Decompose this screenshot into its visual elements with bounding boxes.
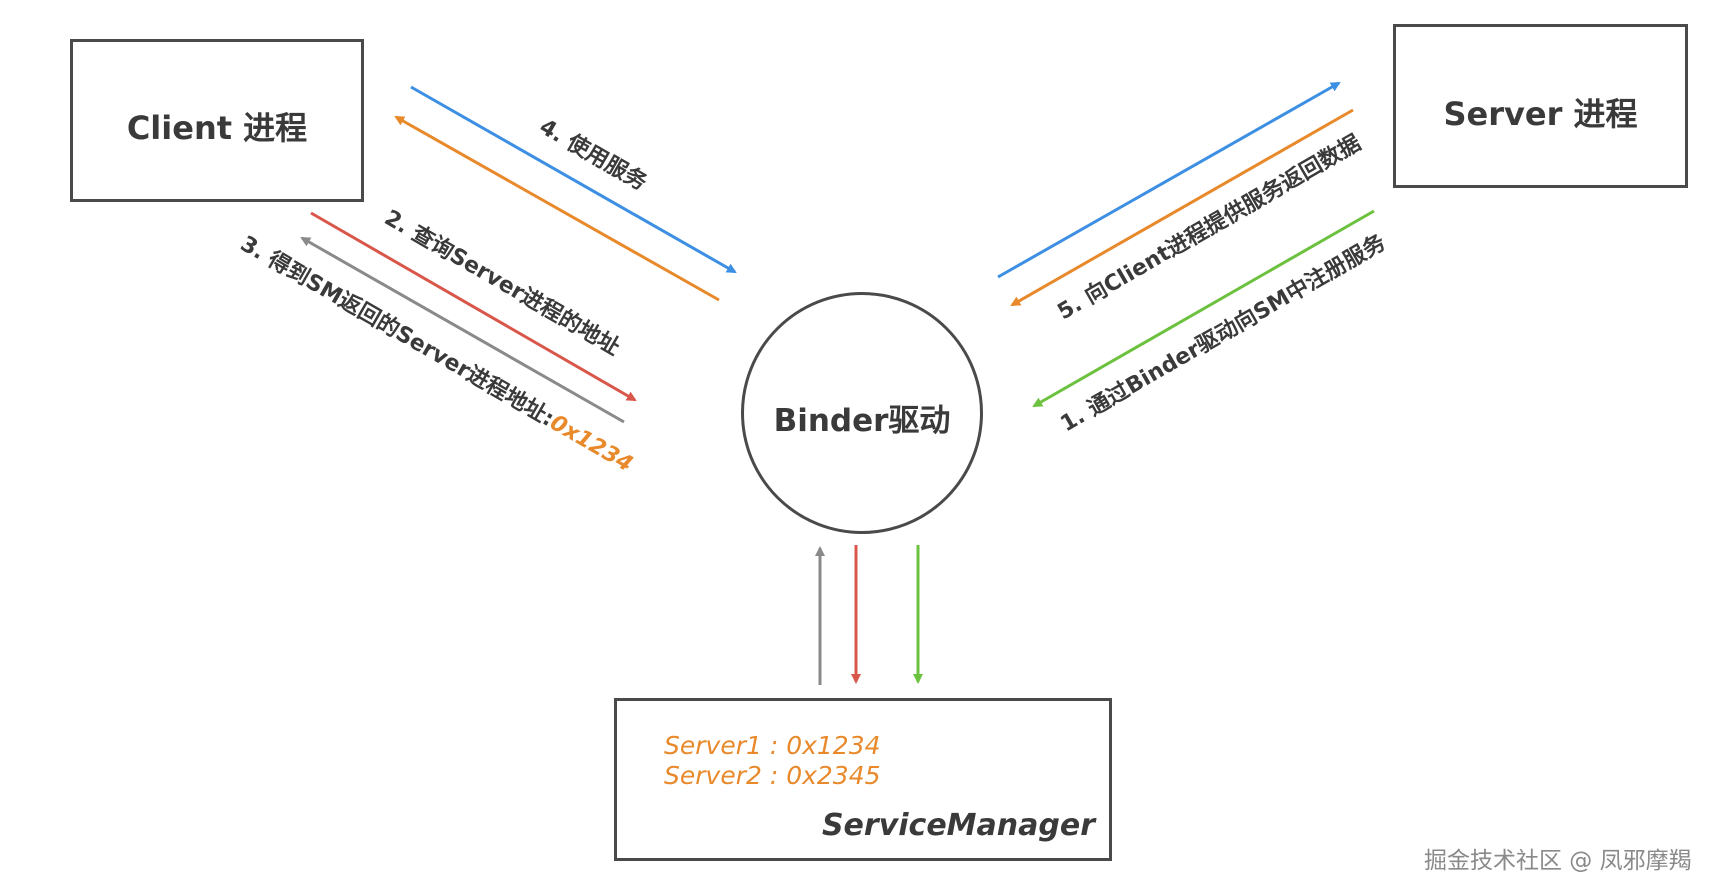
server-process-node: Server 进程 xyxy=(1393,24,1688,188)
service-manager-label: ServiceManager xyxy=(821,808,1095,843)
arrow-step3-gray xyxy=(300,236,625,424)
label-step1: 1. 通过Binder驱动向SM中注册服务 xyxy=(1056,229,1391,437)
server-process-label: Server 进程 xyxy=(1443,95,1638,133)
label-step3: 3. 得到SM返回的Server进程地址:0x1234 xyxy=(236,231,637,478)
arrow-step4-blue xyxy=(410,85,737,274)
client-process-label: Client 进程 xyxy=(126,109,308,147)
arrow-step5-orange-to-client xyxy=(394,115,720,302)
sm-entry-server1: Server1 : 0x1234 xyxy=(664,731,881,760)
label-step4: 4. 使用服务 xyxy=(535,115,652,197)
sm-entry-server2: Server2 : 0x2345 xyxy=(664,761,881,790)
service-manager-node: Server1 : 0x1234 Server2 : 0x2345 Servic… xyxy=(614,698,1112,861)
client-process-node: Client 进程 xyxy=(70,39,364,202)
arrow-step4-blue-to-server xyxy=(997,81,1341,279)
watermark: 掘金技术社区 @ 凤邪摩羯 xyxy=(1424,848,1692,874)
binder-driver-label: Binder驱动 xyxy=(773,403,951,439)
arrow-step1-green xyxy=(1032,209,1375,408)
arrow-step2-red xyxy=(310,211,637,402)
arrow-step5-orange xyxy=(1010,108,1354,307)
label-step3-text: 3. 得到SM返回的Server进程地址: xyxy=(236,231,559,432)
binder-driver-node: Binder驱动 xyxy=(741,292,983,534)
label-step5: 5. 向Client进程提供服务返回数据 xyxy=(1053,130,1365,325)
